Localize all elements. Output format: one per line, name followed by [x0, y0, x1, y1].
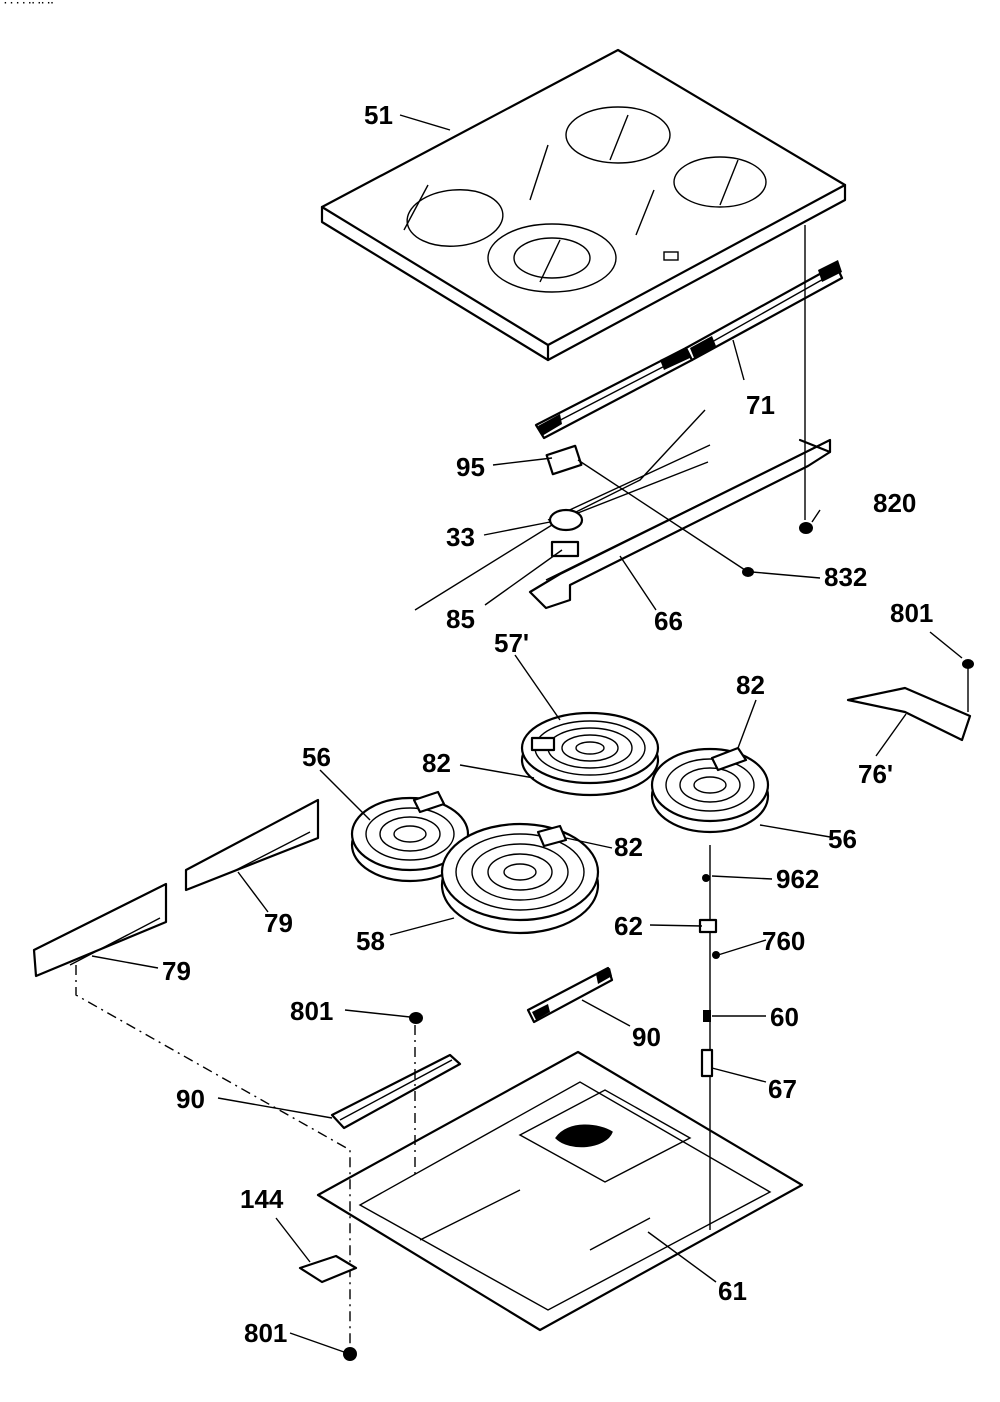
- screw-820: [799, 225, 813, 534]
- label-82-left: 82: [422, 748, 451, 778]
- label-76: 76': [858, 759, 893, 789]
- screw-832: [577, 459, 754, 577]
- label-71: 71: [746, 390, 775, 420]
- label-79-upper: 79: [264, 908, 293, 938]
- bracket-76: [846, 659, 974, 742]
- label-82-mid: 82: [614, 832, 643, 862]
- label-832: 832: [824, 562, 867, 592]
- leader-lines: [91, 114, 963, 1353]
- burner-58: [440, 822, 600, 935]
- label-33: 33: [446, 522, 475, 552]
- label-801-top: 801: [890, 598, 933, 628]
- label-56-left: 56: [302, 742, 331, 772]
- label-62: 62: [614, 911, 643, 941]
- label-90-lower: 90: [176, 1084, 205, 1114]
- rail-90-lower: [330, 1053, 462, 1130]
- screw-801-lower: [343, 1347, 357, 1361]
- label-60: 60: [770, 1002, 799, 1032]
- label-820: 820: [873, 488, 916, 518]
- label-962: 962: [776, 864, 819, 894]
- label-66: 66: [654, 606, 683, 636]
- burner-56-left: [350, 790, 470, 883]
- label-85: 85: [446, 604, 475, 634]
- label-801-mid: 801: [290, 996, 333, 1026]
- label-56-right: 56: [828, 824, 857, 854]
- base-pan-61: [316, 1050, 804, 1332]
- label-90-mid: 90: [632, 1022, 661, 1052]
- header-fragment: · · · · ·· ·· ··: [4, 0, 54, 9]
- centerline-left: [75, 965, 351, 1355]
- label-95: 95: [456, 452, 485, 482]
- label-51: 51: [364, 100, 393, 130]
- wire-harness: [414, 409, 711, 611]
- label-61: 61: [718, 1276, 747, 1306]
- trim-79-lower: [32, 882, 168, 978]
- label-801-bottom: 801: [244, 1318, 287, 1348]
- label-79-lower: 79: [162, 956, 191, 986]
- label-144: 144: [240, 1184, 284, 1214]
- cooktop-glass-51: [320, 48, 847, 362]
- rail-90-middle: [526, 966, 614, 1024]
- label-57: 57': [494, 628, 529, 658]
- clip-144: [298, 1254, 358, 1284]
- rail-71: [534, 260, 844, 440]
- label-82-top: 82: [736, 670, 765, 700]
- burner-57: [520, 711, 660, 797]
- screw-801-upper: [409, 1012, 423, 1024]
- label-67: 67: [768, 1074, 797, 1104]
- trim-79-upper: [184, 798, 320, 892]
- label-760: 760: [762, 926, 805, 956]
- burner-56-right: [650, 746, 770, 834]
- label-58: 58: [356, 926, 385, 956]
- part-labels: 51 71 95 820 33 832 85 66 801 57' 82 82 …: [162, 100, 933, 1348]
